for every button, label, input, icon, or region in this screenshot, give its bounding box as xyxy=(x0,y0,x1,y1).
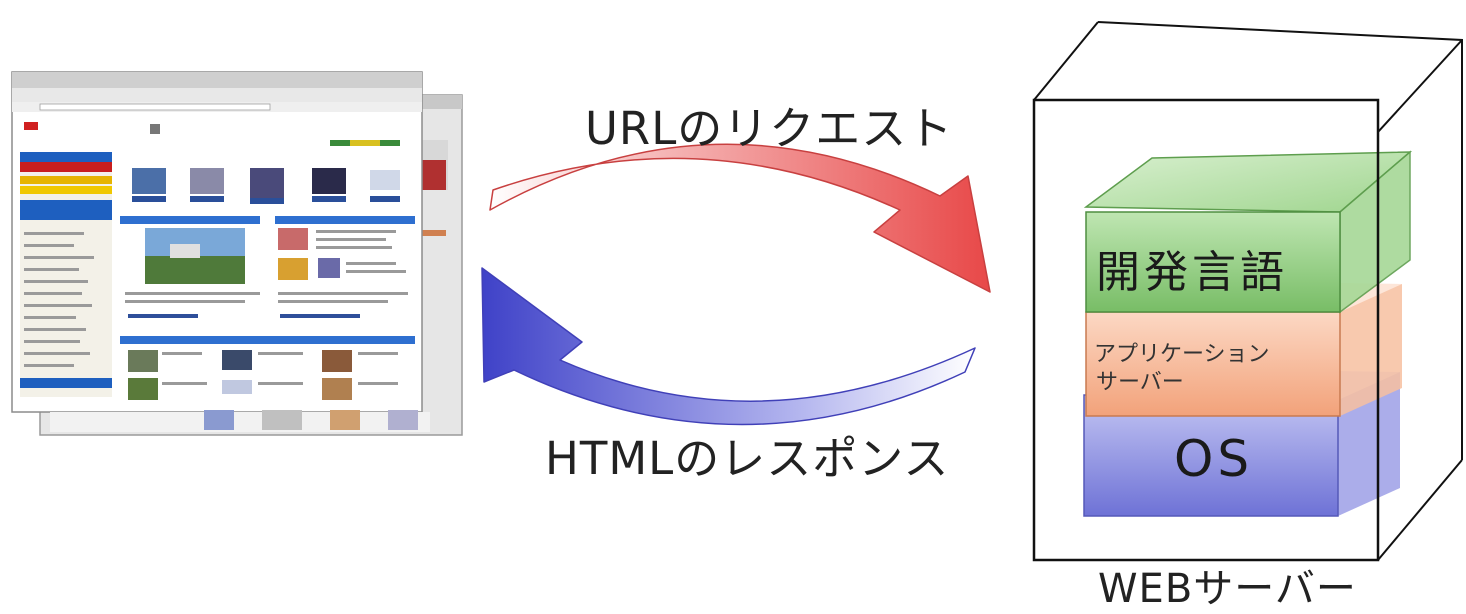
browser-window-illustration xyxy=(11,71,463,436)
response-label: HTMLのレスポンス xyxy=(545,432,950,485)
server-label: WEBサーバー xyxy=(1098,566,1357,612)
layer-dev-language-label: 開発言語 xyxy=(1096,247,1288,298)
web-server-illustration xyxy=(1032,21,1463,562)
layer-app-server-label-line1: アプリケーション xyxy=(1094,342,1270,367)
layer-os-label: OS xyxy=(1174,430,1254,488)
response-arrow xyxy=(481,267,976,426)
request-label: URLのリクエスト xyxy=(585,102,954,155)
layer-dev-language xyxy=(1083,150,1413,314)
request-arrow xyxy=(489,143,991,293)
layer-app-server-label-line2: サーバー xyxy=(1096,370,1184,395)
